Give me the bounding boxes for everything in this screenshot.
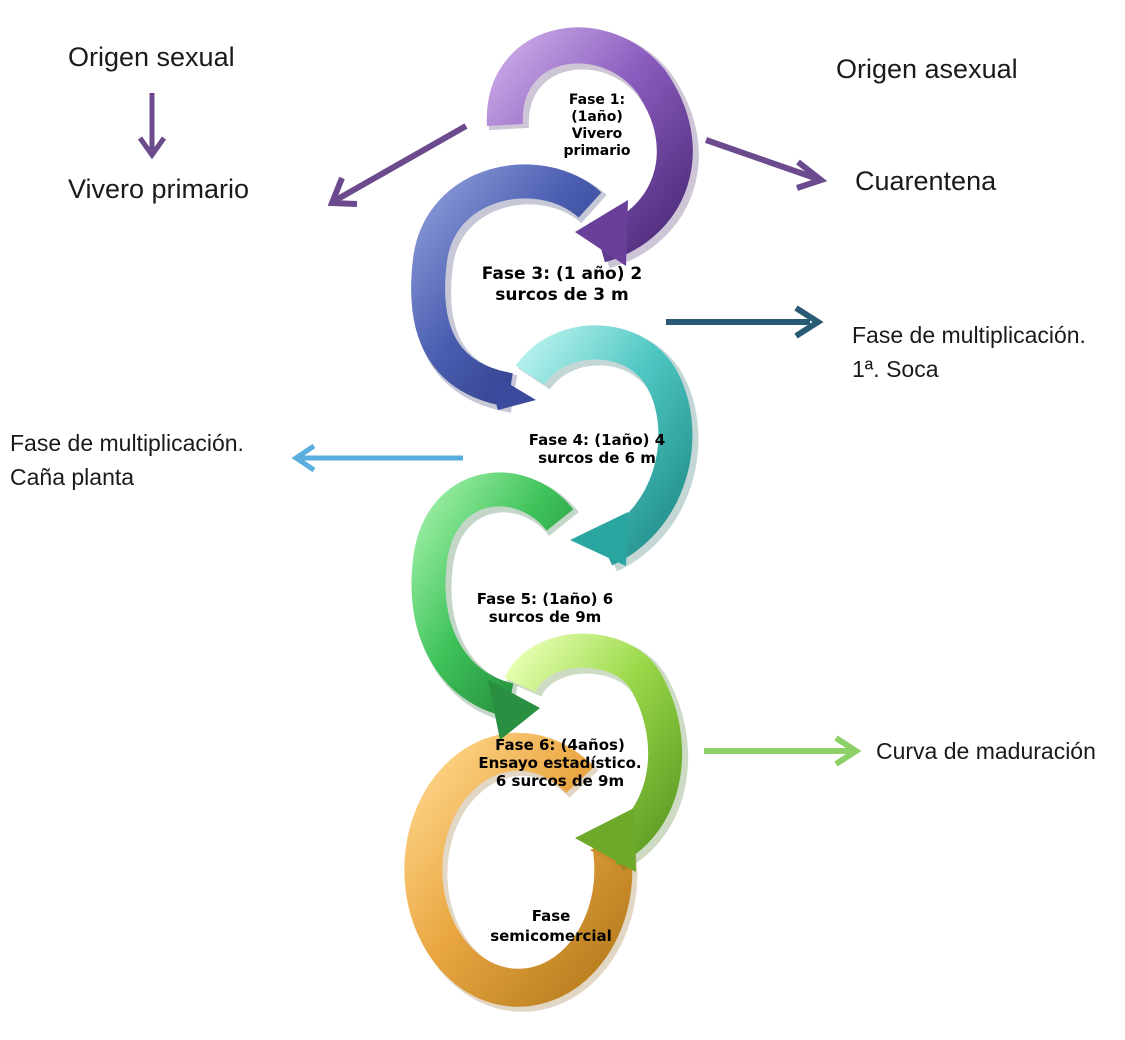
arrow-to-curva-maduracion bbox=[704, 735, 862, 767]
arrow-to-cuarentena bbox=[705, 137, 828, 191]
arrow-to-multiplicacion-soca bbox=[666, 305, 824, 339]
phase4-line1: Fase 4: (1año) 4 bbox=[528, 431, 666, 449]
multiplicacion-cana-label: Fase de multiplicación. Caña planta bbox=[10, 426, 244, 494]
multiplicacion-cana-line1: Fase de multiplicación. bbox=[10, 430, 244, 456]
phase4-ring bbox=[515, 325, 699, 572]
phase1-line2: (1año) bbox=[571, 109, 623, 125]
arrow-to-multiplicacion-cana bbox=[291, 443, 463, 473]
phase6-line1: Fase 6: (4años) bbox=[495, 736, 625, 754]
phase7-line2: semicomercial bbox=[490, 927, 612, 945]
phase5-ring bbox=[411, 472, 579, 740]
phase7-line1: Fase bbox=[531, 907, 571, 925]
phase5-label: Fase 5: (1año) 6 surcos de 9m bbox=[450, 590, 640, 626]
phase3-ring bbox=[411, 164, 607, 413]
phase1-label: Fase 1: (1año) Vivero primario bbox=[552, 92, 642, 160]
origen-asexual-label: Origen asexual bbox=[836, 54, 1018, 84]
phase4-line2: surcos de 6 m bbox=[538, 449, 656, 467]
phase6-line3: 6 surcos de 9m bbox=[495, 772, 625, 790]
phase1-line3: Vivero bbox=[571, 126, 623, 142]
multiplicacion-soca-line1: Fase de multiplicación. bbox=[852, 322, 1086, 348]
phase1-line4: primario bbox=[563, 143, 631, 159]
multiplicacion-soca-line2: 1ª. Soca bbox=[852, 356, 939, 382]
phase3-line2: surcos de 3 m bbox=[495, 285, 629, 305]
phase5-line2: surcos de 9m bbox=[488, 608, 602, 626]
vivero-primario-label: Vivero primario bbox=[68, 174, 250, 204]
phase6-label: Fase 6: (4años) Ensayo estadístico. 6 su… bbox=[470, 736, 650, 790]
phase6-ring bbox=[504, 633, 689, 872]
phase1-line1: Fase 1: bbox=[568, 92, 626, 108]
phase6-line2: Ensayo estadístico. bbox=[478, 754, 642, 772]
curva-maduracion-label: Curva de maduración bbox=[876, 738, 1096, 764]
phase7-label: Fase semicomercial bbox=[486, 906, 616, 946]
phase4-label: Fase 4: (1año) 4 surcos de 6 m bbox=[502, 431, 692, 467]
multiplicacion-soca-label: Fase de multiplicación. 1ª. Soca bbox=[852, 318, 1086, 386]
phase3-label: Fase 3: (1 año) 2 surcos de 3 m bbox=[452, 264, 672, 306]
phase3-line1: Fase 3: (1 año) 2 bbox=[481, 264, 643, 284]
multiplicacion-cana-line2: Caña planta bbox=[10, 464, 135, 490]
phase5-line1: Fase 5: (1año) 6 bbox=[476, 590, 614, 608]
arrow-to-vivero-primario bbox=[327, 123, 468, 207]
cuarentena-label: Cuarentena bbox=[855, 166, 997, 196]
arrow-origen-sexual-down bbox=[137, 93, 167, 160]
origen-sexual-label: Origen sexual bbox=[68, 42, 235, 72]
phase1-ring bbox=[486, 27, 699, 269]
